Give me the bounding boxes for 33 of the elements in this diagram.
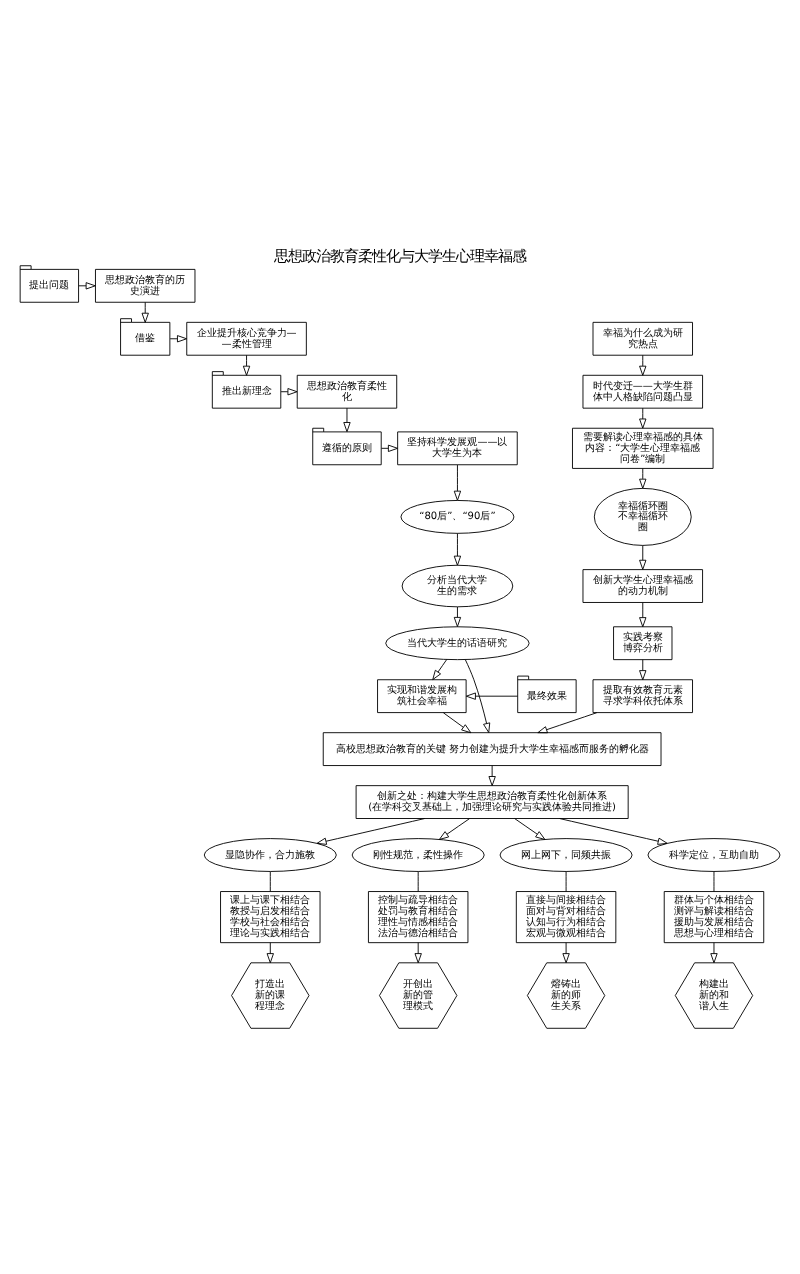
- arrow: [514, 818, 546, 840]
- arrow: [559, 818, 668, 845]
- arrow: [343, 407, 351, 433]
- arrow: [414, 942, 422, 964]
- arrow: [381, 444, 398, 452]
- arrow: [488, 765, 496, 787]
- arrow: [432, 659, 448, 681]
- arrow: [639, 545, 647, 570]
- arrow: [562, 942, 570, 964]
- arrow: [464, 659, 491, 733]
- connector: [565, 871, 567, 892]
- arrow: [316, 818, 426, 845]
- arrow: [442, 712, 472, 734]
- arrow: [453, 532, 462, 566]
- arrow: [141, 301, 149, 323]
- connector: [269, 871, 271, 892]
- arrow: [453, 606, 462, 627]
- connector: [713, 871, 715, 892]
- arrow: [266, 942, 274, 964]
- arrow: [639, 468, 647, 489]
- arrow: [438, 818, 470, 840]
- arrow: [639, 354, 647, 376]
- arrow: [280, 388, 298, 396]
- arrow: [639, 407, 647, 429]
- arrow: [453, 464, 462, 501]
- arrow: [242, 354, 251, 376]
- arrow: [710, 942, 718, 964]
- connector: [417, 871, 419, 892]
- arrow: [465, 692, 519, 700]
- arrow: [169, 335, 188, 343]
- arrow: [537, 712, 598, 734]
- arrow: [639, 602, 647, 628]
- arrow: [639, 659, 647, 681]
